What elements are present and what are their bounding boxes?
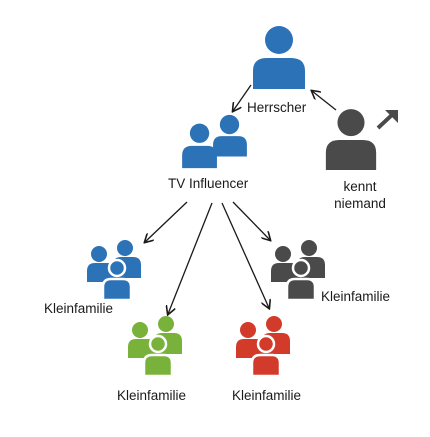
kennt-niemand-label: kennt niemand	[328, 178, 392, 212]
arrow-tv-to-kleinfamilie-gray	[232, 201, 270, 240]
tv-influencer-icon	[182, 114, 247, 169]
kennt-niemand-label-line2: niemand	[334, 196, 386, 211]
kleinfamilie-red-icon	[234, 314, 292, 378]
kleinfamilie-blue-icon	[85, 238, 143, 302]
kleinfamilie-red-label: Kleinfamilie	[232, 388, 302, 403]
kleinfamilie-green-label: Kleinfamilie	[117, 388, 187, 403]
kleinfamilie-blue-label: Kleinfamilie	[44, 301, 114, 316]
herrscher-icon	[253, 26, 305, 89]
kennt-niemand-icon	[325, 109, 377, 170]
arrow-tv-to-kleinfamilie-red	[221, 202, 269, 308]
outward-arrow-icon	[376, 110, 398, 130]
herrscher-label: Herrscher	[247, 100, 307, 115]
kleinfamilie-gray-label: Kleinfamilie	[321, 289, 391, 304]
kennt-niemand-label-line1: kennt	[343, 179, 377, 194]
kleinfamilie-gray-icon	[269, 238, 327, 302]
arrow-kennt-niemand-to-herrscher	[312, 91, 337, 111]
arrow-tv-to-kleinfamilie-blue	[145, 201, 188, 242]
kleinfamilie-green-icon	[126, 314, 184, 378]
arrow-tv-to-kleinfamilie-green	[168, 202, 213, 314]
tv-influencer-label: TV Influencer	[168, 176, 249, 191]
arrow-herrscher-to-tv-influencer	[233, 84, 252, 111]
